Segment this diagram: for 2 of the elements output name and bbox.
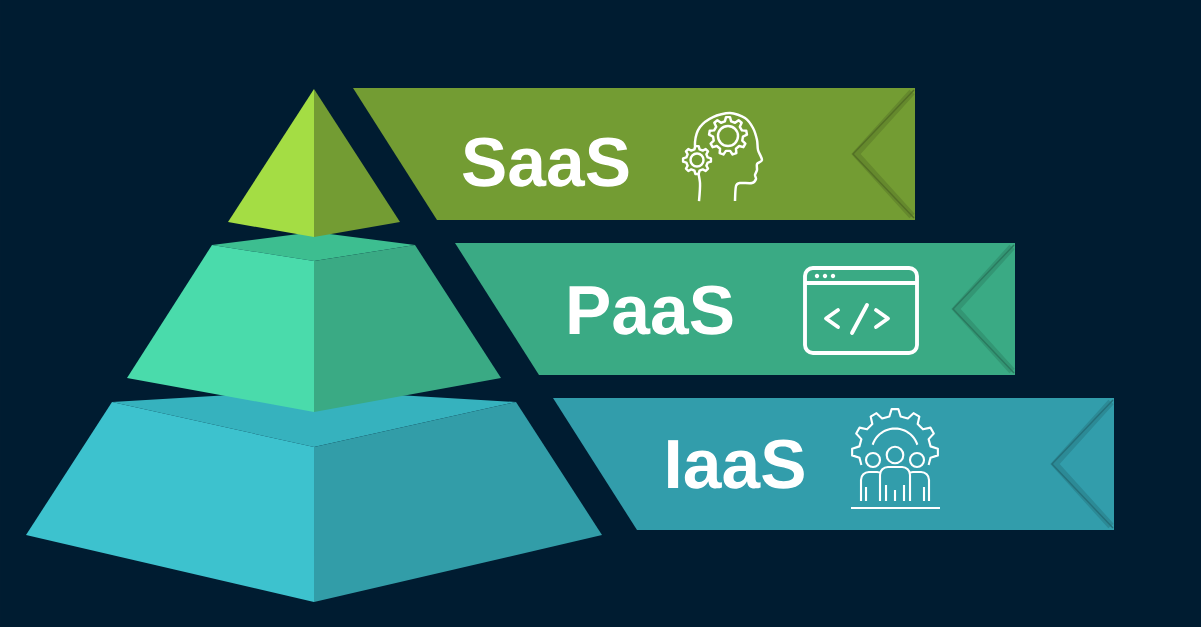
node-label: SaaS	[462, 137, 629, 187]
node-label: IaaS	[668, 439, 804, 489]
